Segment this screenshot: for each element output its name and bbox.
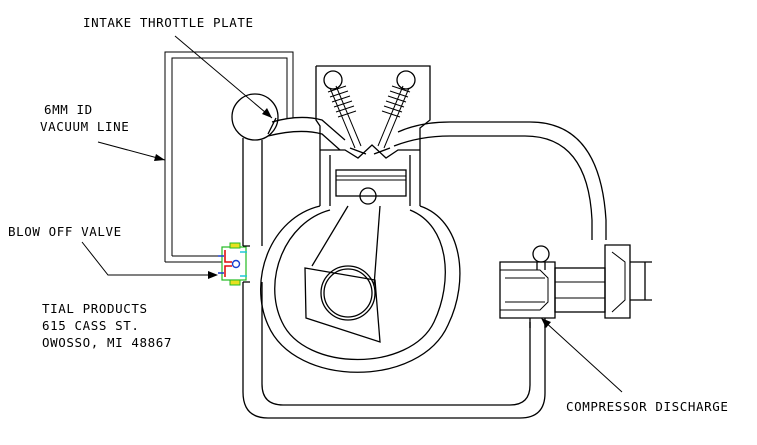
vacuum-line-label-line1: 6MM ID (44, 102, 93, 117)
leader-lines (81, 35, 623, 393)
turbocharger (499, 244, 652, 328)
intake-plenum (231, 93, 279, 141)
company-city: OWOSSO, MI 48867 (42, 335, 172, 350)
blow-off-valve (218, 242, 250, 286)
cylinder-head (315, 65, 431, 159)
vacuum-line (164, 51, 294, 263)
charge-pipe (242, 138, 546, 419)
company-name: TIAL PRODUCTS (42, 301, 148, 316)
exhaust-runner (393, 121, 607, 240)
compressor-discharge-label: COMPRESSOR DISCHARGE (566, 399, 729, 414)
blow-off-valve-label: BLOW OFF VALVE (8, 224, 122, 239)
vacuum-line-label-line2: VACUUM LINE (40, 119, 129, 134)
engine-block (260, 150, 461, 373)
company-street: 615 CASS ST. (42, 318, 140, 333)
intake-throttle-label: INTAKE THROTTLE PLATE (83, 15, 254, 30)
intake-runner (267, 116, 346, 151)
